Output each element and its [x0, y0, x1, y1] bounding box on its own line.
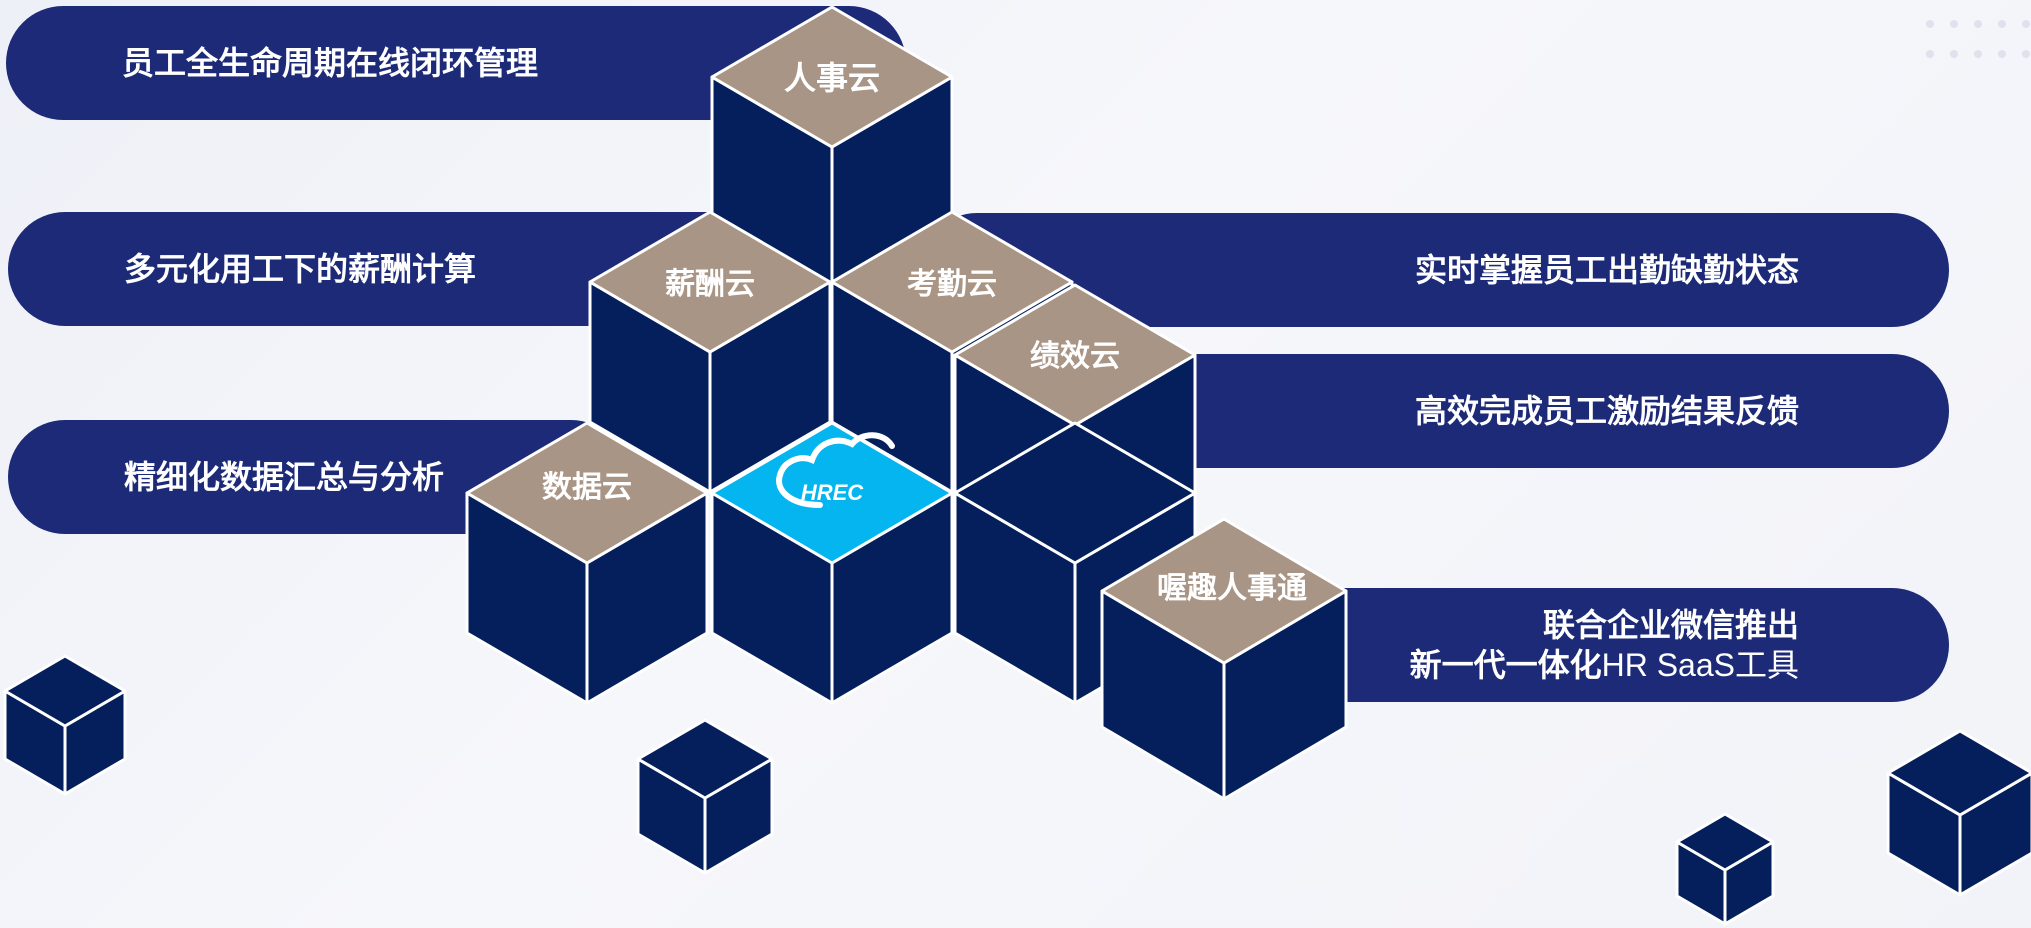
feature-line-2: 新一代一体化HR SaaS工具 [1410, 645, 1799, 685]
feature-line-1: 联合企业微信推出 [1542, 607, 1799, 643]
cloud-logo-icon [776, 432, 895, 508]
cube-hrec [710, 421, 954, 705]
feature-label: 高效完成员工激励结果反馈 [1414, 393, 1799, 429]
hrec-logo: HREC [776, 432, 895, 508]
module-label-salary: 薪酬云 [665, 268, 755, 301]
module-label-data: 数据云 [542, 471, 632, 504]
cube-top-face [1886, 729, 2031, 817]
cube-deco-4 [1886, 729, 2031, 897]
feature-label: 实时掌握员工出勤缺勤状态 [1414, 252, 1799, 288]
cube-data [465, 421, 709, 705]
cube-top-face [636, 718, 774, 800]
feature-label: 多元化用工下的薪酬计算 [124, 251, 477, 287]
feature-label-multiline: 联合企业微信推出 新一代一体化HR SaaS工具 [1410, 605, 1799, 685]
feature-pill-attendance: 实时掌握员工出勤缺勤状态 [920, 213, 1949, 327]
module-label-wequ: 喔趣人事通 [1157, 572, 1307, 605]
feature-line-2-tail: HR SaaS工具 [1601, 647, 1799, 683]
cube-top-face [588, 210, 832, 354]
cube-top-face [3, 654, 127, 728]
feature-label: 员工全生命周期在线闭环管理 [122, 45, 539, 81]
logo-text: HREC [801, 480, 864, 505]
cube-top-face [1100, 517, 1348, 665]
cube-top-face [953, 421, 1197, 565]
cube-salary [588, 210, 832, 494]
cube-wequ [1100, 517, 1348, 801]
cube-deco-1 [3, 654, 127, 796]
feature-label: 精细化数据汇总与分析 [124, 459, 445, 495]
module-label-performance: 绩效云 [1030, 340, 1120, 373]
module-label-hr: 人事云 [784, 60, 880, 96]
feature-line-2-head: 新一代一体化 [1409, 647, 1602, 683]
cube-top-face [710, 5, 954, 149]
feature-pill-incentive: 高效完成员工激励结果反馈 [1060, 354, 1949, 468]
module-labels: 人事云 薪酬云 考勤云 绩效云 数据云 喔趣人事通 [542, 60, 1307, 605]
cube-deco-2 [636, 718, 774, 875]
cube-top-face [710, 421, 954, 565]
cube-top-face [1675, 812, 1775, 872]
module-label-attendance: 考勤云 [907, 268, 997, 301]
cube-deco-3 [1675, 812, 1775, 926]
cube-top-face [830, 210, 1074, 354]
cube-top-face [465, 421, 709, 565]
